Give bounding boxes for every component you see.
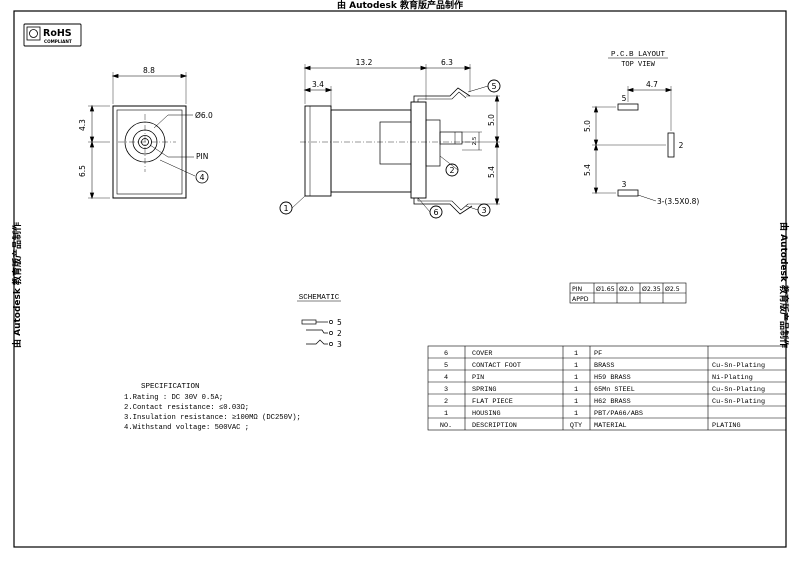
side-left-dim: 3.4 [312,80,324,89]
bom-cell: SPRING [472,386,496,394]
front-width-dim: 8.8 [143,66,155,75]
side-view [279,64,501,219]
side-callout-2: 2 [449,166,454,175]
bom-cell: 4 [444,374,448,382]
pin-table-header-cell: Ø2.35 [642,285,661,293]
pcb-dim-top: 4.7 [646,80,658,89]
schematic-pin-2: 2 [337,329,342,338]
watermark-top: 由 Autodesk 教育版产品制作 [337,0,463,11]
side-h3-dim: 5.4 [487,166,496,178]
pad-5 [617,103,639,111]
bom-cell: CONTACT FOOT [472,362,521,370]
rohs-title: RoHS [43,28,72,39]
bom-cell: 1 [444,410,448,418]
rohs-logo: RoHS COMPLIANT [23,23,82,47]
spec-line-1: 1.Rating : DC 30V 0.5A; [124,394,223,402]
spec-line-2: 2.Contact resistance: ≤0.03Ω; [124,404,249,412]
bom-cell: FLAT PIECE [472,398,513,406]
spec-title: SPECIFICATION [141,383,200,391]
spec-line-3: 3.Insulation resistance: ≥100MΩ (DC250V)… [124,414,301,422]
pad-2 [667,132,675,158]
side-h2-dim: 2.5 [472,136,478,145]
bom-cell: 6 [444,350,448,358]
pin-table-header-cell: PIN [572,286,583,293]
bom-cell: H59 BRASS [594,374,631,382]
bom-cell: 1 [574,350,578,358]
pin-table-header-cell: Ø1.65 [596,285,615,293]
bom-cell: PF [594,350,602,358]
bom-cell: Ni-Plating [712,374,753,382]
bom-header-cell: QTY [570,422,582,430]
side-callout-5: 5 [491,82,496,91]
bom-cell: Cu-Sn-Plating [712,398,765,406]
sheet-frame [13,10,787,548]
pad-label-5: 5 [622,94,627,103]
pcb-slot-label: 3-(3.5X0.8) [657,197,699,206]
front-upper-dim: 4.3 [78,119,87,131]
bom-cell: COVER [472,350,492,358]
bom-cell: Cu-Sn-Plating [712,386,765,394]
pad-label-3: 3 [622,180,627,189]
pin-table [569,282,687,304]
schematic-symbol [301,319,333,346]
pad-label-2: 2 [679,141,684,150]
pin-table-row-cell: APPD [572,296,589,303]
front-diameter-label: Ø6.0 [195,111,213,120]
pin-table-header-cell: Ø2.0 [619,285,634,293]
bom-cell: H62 BRASS [594,398,631,406]
side-callout-1: 1 [283,204,288,213]
spec-line-4: 4.Withstand voltage: 500VAC ; [124,424,249,432]
bom-cell: 1 [574,410,578,418]
front-lower-dim: 6.5 [78,165,87,177]
bom-cell: 3 [444,386,448,394]
pcb-dim-lower: 5.4 [583,164,592,176]
bom-cell: 2 [444,398,448,406]
bom-header-cell: DESCRIPTION [472,422,517,430]
front-pin-label: PIN [196,152,208,161]
front-callout-4: 4 [199,173,204,182]
bom-cell: 5 [444,362,448,370]
bom-header-cell: MATERIAL [594,422,627,430]
bom-cell: 1 [574,398,578,406]
bom-cell: HOUSING [472,410,501,418]
watermark-right: 由 Autodesk 教育版产品制作 [778,222,790,348]
pcb-dim-upper: 5.0 [583,120,592,132]
bom-cell: 1 [574,386,578,394]
side-callout-6: 6 [433,208,438,217]
watermark-left: 由 Autodesk 教育版产品制作 [11,222,23,348]
pcb-subtitle: TOP VIEW [621,61,655,69]
schematic-pin-3: 3 [337,340,342,349]
bom-table [427,345,787,431]
bom-cell: 65Mn STEEL [594,386,635,394]
side-right-dim: 6.3 [441,58,453,67]
side-h1-dim: 5.0 [487,114,496,126]
pcb-title: P.C.B LAYOUT [611,51,666,59]
bom-header-cell: PLATING [712,422,741,430]
bom-cell: Cu-Sn-Plating [712,362,765,370]
bom-cell: 1 [574,374,578,382]
side-length-dim: 13.2 [356,58,373,67]
bom-cell: BRASS [594,362,614,370]
schematic-pin-5: 5 [337,318,342,327]
side-callout-3: 3 [481,206,486,215]
front-view [88,72,209,200]
schematic-title: SCHEMATIC [299,294,340,302]
rohs-subtitle: COMPLIANT [44,39,72,44]
bom-header-cell: NO. [440,422,452,430]
bom-cell: PIN [472,374,484,382]
pad-3 [617,189,639,197]
pcb-layout [592,86,675,202]
pin-table-header-cell: Ø2.5 [665,285,680,293]
bom-cell: 1 [574,362,578,370]
bom-cell: PBT/PA66/ABS [594,410,643,418]
